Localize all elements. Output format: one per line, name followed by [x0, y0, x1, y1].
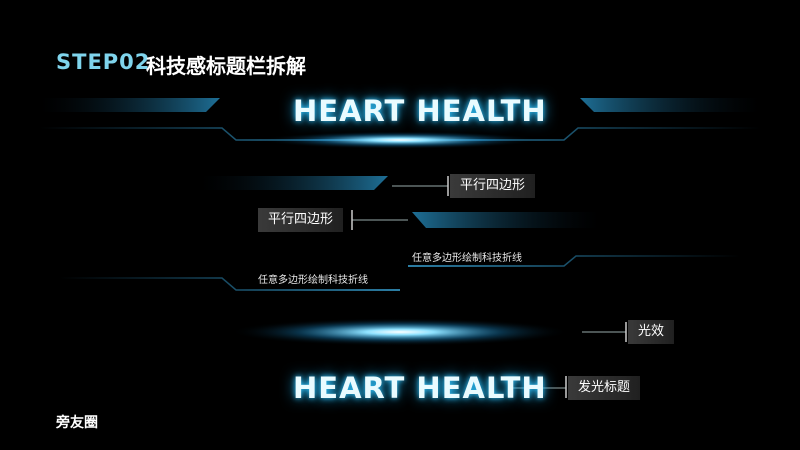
top-light-glow — [260, 131, 540, 149]
top-title-bar — [40, 98, 760, 149]
label-polyline-2: 任意多边形绘制科技折线 — [258, 275, 368, 286]
page-title: 科技感标题栏拆解 — [146, 54, 306, 78]
parallelogram-shape-2 — [412, 212, 600, 228]
label-parallelogram-1: 平行四边形 — [450, 174, 536, 198]
tech-polyline-shape-2 — [60, 277, 400, 291]
hero-title-bottom: HEART HEALTH — [293, 371, 547, 405]
tech-polyline-shape-1 — [408, 255, 740, 267]
label-parallelogram-2: 平行四边形 — [258, 208, 344, 232]
light-effect-glow — [230, 318, 570, 346]
label-light-effect: 光效 — [628, 320, 675, 344]
label-glow-title: 发光标题 — [568, 376, 641, 400]
brand-logo: 旁友圈 — [56, 415, 98, 431]
right-parallelogram — [580, 98, 760, 112]
left-parallelogram — [40, 98, 220, 112]
step-number: STEP02 — [56, 50, 151, 74]
parallelogram-shape-1 — [200, 176, 388, 190]
hero-title-top: HEART HEALTH — [293, 94, 547, 128]
label-polyline-1: 任意多边形绘制科技折线 — [412, 253, 522, 264]
